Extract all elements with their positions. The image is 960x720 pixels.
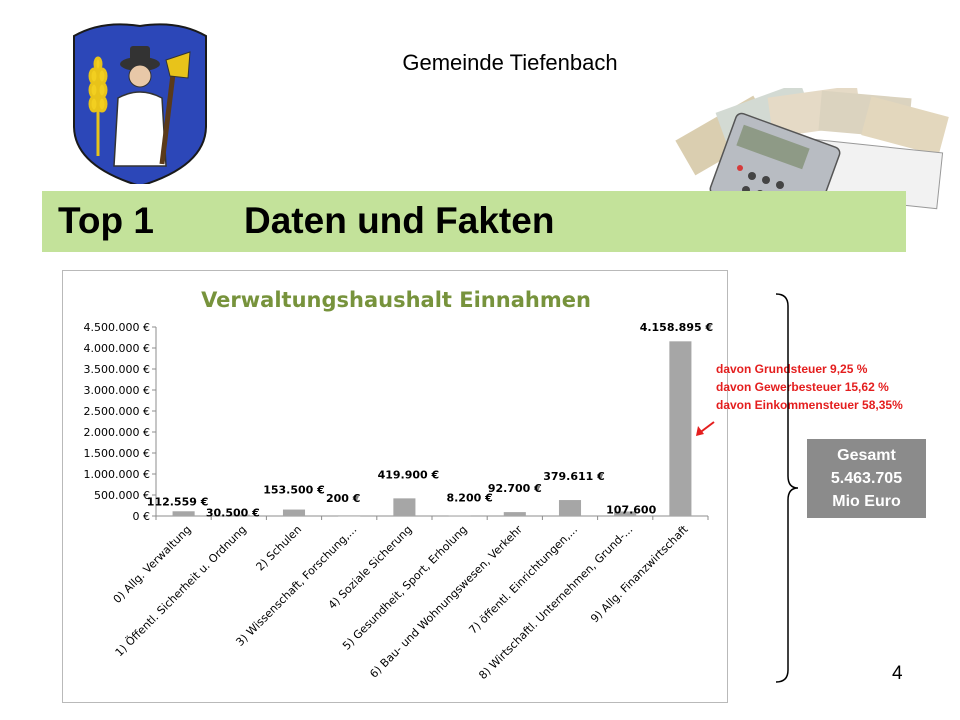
data-label: 379.611 €	[543, 470, 605, 483]
data-label: 30.500 €	[206, 507, 260, 520]
y-tick-label: 500.000 €	[94, 489, 150, 502]
data-label: 8.200 €	[446, 492, 492, 505]
data-label: 107.600	[606, 503, 656, 516]
top-label: Top 1	[58, 200, 154, 241]
y-tick-label: 2.500.000 €	[84, 405, 150, 418]
bar	[282, 509, 306, 516]
chart-canvas: Verwaltungshaushalt Einnahmen 0 € 500.000 …	[84, 288, 714, 682]
total-label: Gesamt	[837, 447, 896, 464]
data-label: 112.559 €	[147, 495, 209, 508]
y-tick-label: 2.000.000 €	[84, 426, 150, 439]
data-label: 4.158.895 €	[640, 321, 713, 334]
category-label: 2) Schulen	[254, 523, 305, 574]
y-tick-label: 3.500.000 €	[84, 363, 150, 376]
right-brace	[775, 293, 799, 683]
data-label: 92.700 €	[488, 482, 542, 495]
revenue-chart: Verwaltungshaushalt Einnahmen 0 € 500.000 …	[62, 270, 728, 703]
tax-share-annotation: davon Grundsteuer 9,25 % davon Gewerbest…	[716, 360, 903, 414]
bar	[172, 511, 195, 516]
annotation-line-property-tax: davon Grundsteuer 9,25 %	[716, 362, 868, 376]
bar	[669, 341, 692, 516]
chart-title: Verwaltungshaushalt Einnahmen	[201, 288, 591, 312]
y-tick-label: 3.000.000 €	[84, 384, 150, 397]
page-number: 4	[892, 663, 903, 684]
coat-of-arms-logo	[62, 23, 218, 192]
bar	[227, 514, 250, 516]
y-tick-label: 1.000.000 €	[84, 468, 150, 481]
total-value: 5.463.705	[830, 470, 903, 487]
brace-and-arrow	[696, 293, 799, 683]
annotation-line-trade-tax: davon Gewerbesteuer 15,62 %	[716, 380, 889, 394]
y-tick-label: 0 €	[133, 510, 151, 523]
bar	[503, 512, 526, 516]
annotation-line-income-tax: davon Einkommensteuer 58,35%	[716, 398, 903, 412]
title-bar	[42, 191, 906, 252]
bar	[393, 498, 416, 516]
category-label: 9) Allg. Finanzwirtschaft	[588, 522, 691, 625]
red-arrow-icon	[696, 421, 715, 436]
bar	[614, 511, 637, 516]
bar	[338, 515, 361, 517]
money-calculator-image	[675, 88, 949, 218]
municipality-name: Gemeinde Tiefenbach	[402, 50, 618, 75]
total-unit: Mio Euro	[832, 493, 901, 510]
data-label: 419.900 €	[378, 468, 440, 481]
total-box: Gesamt 5.463.705 Mio Euro	[807, 439, 926, 518]
y-tick-label: 1.500.000 €	[84, 447, 150, 460]
data-label: 153.500 €	[263, 484, 325, 497]
slide-heading: Daten und Fakten	[244, 200, 555, 241]
data-label: 200 €	[326, 492, 360, 505]
y-tick-label: 4.000.000 €	[84, 342, 150, 355]
y-tick-label: 4.500.000 €	[84, 321, 150, 334]
bar	[448, 515, 471, 517]
category-label: 7) öffentl. Einrichtungen,...	[466, 523, 580, 637]
bar	[558, 500, 582, 516]
category-label: 3) Wissenschaft, Forschung,...	[233, 523, 359, 649]
